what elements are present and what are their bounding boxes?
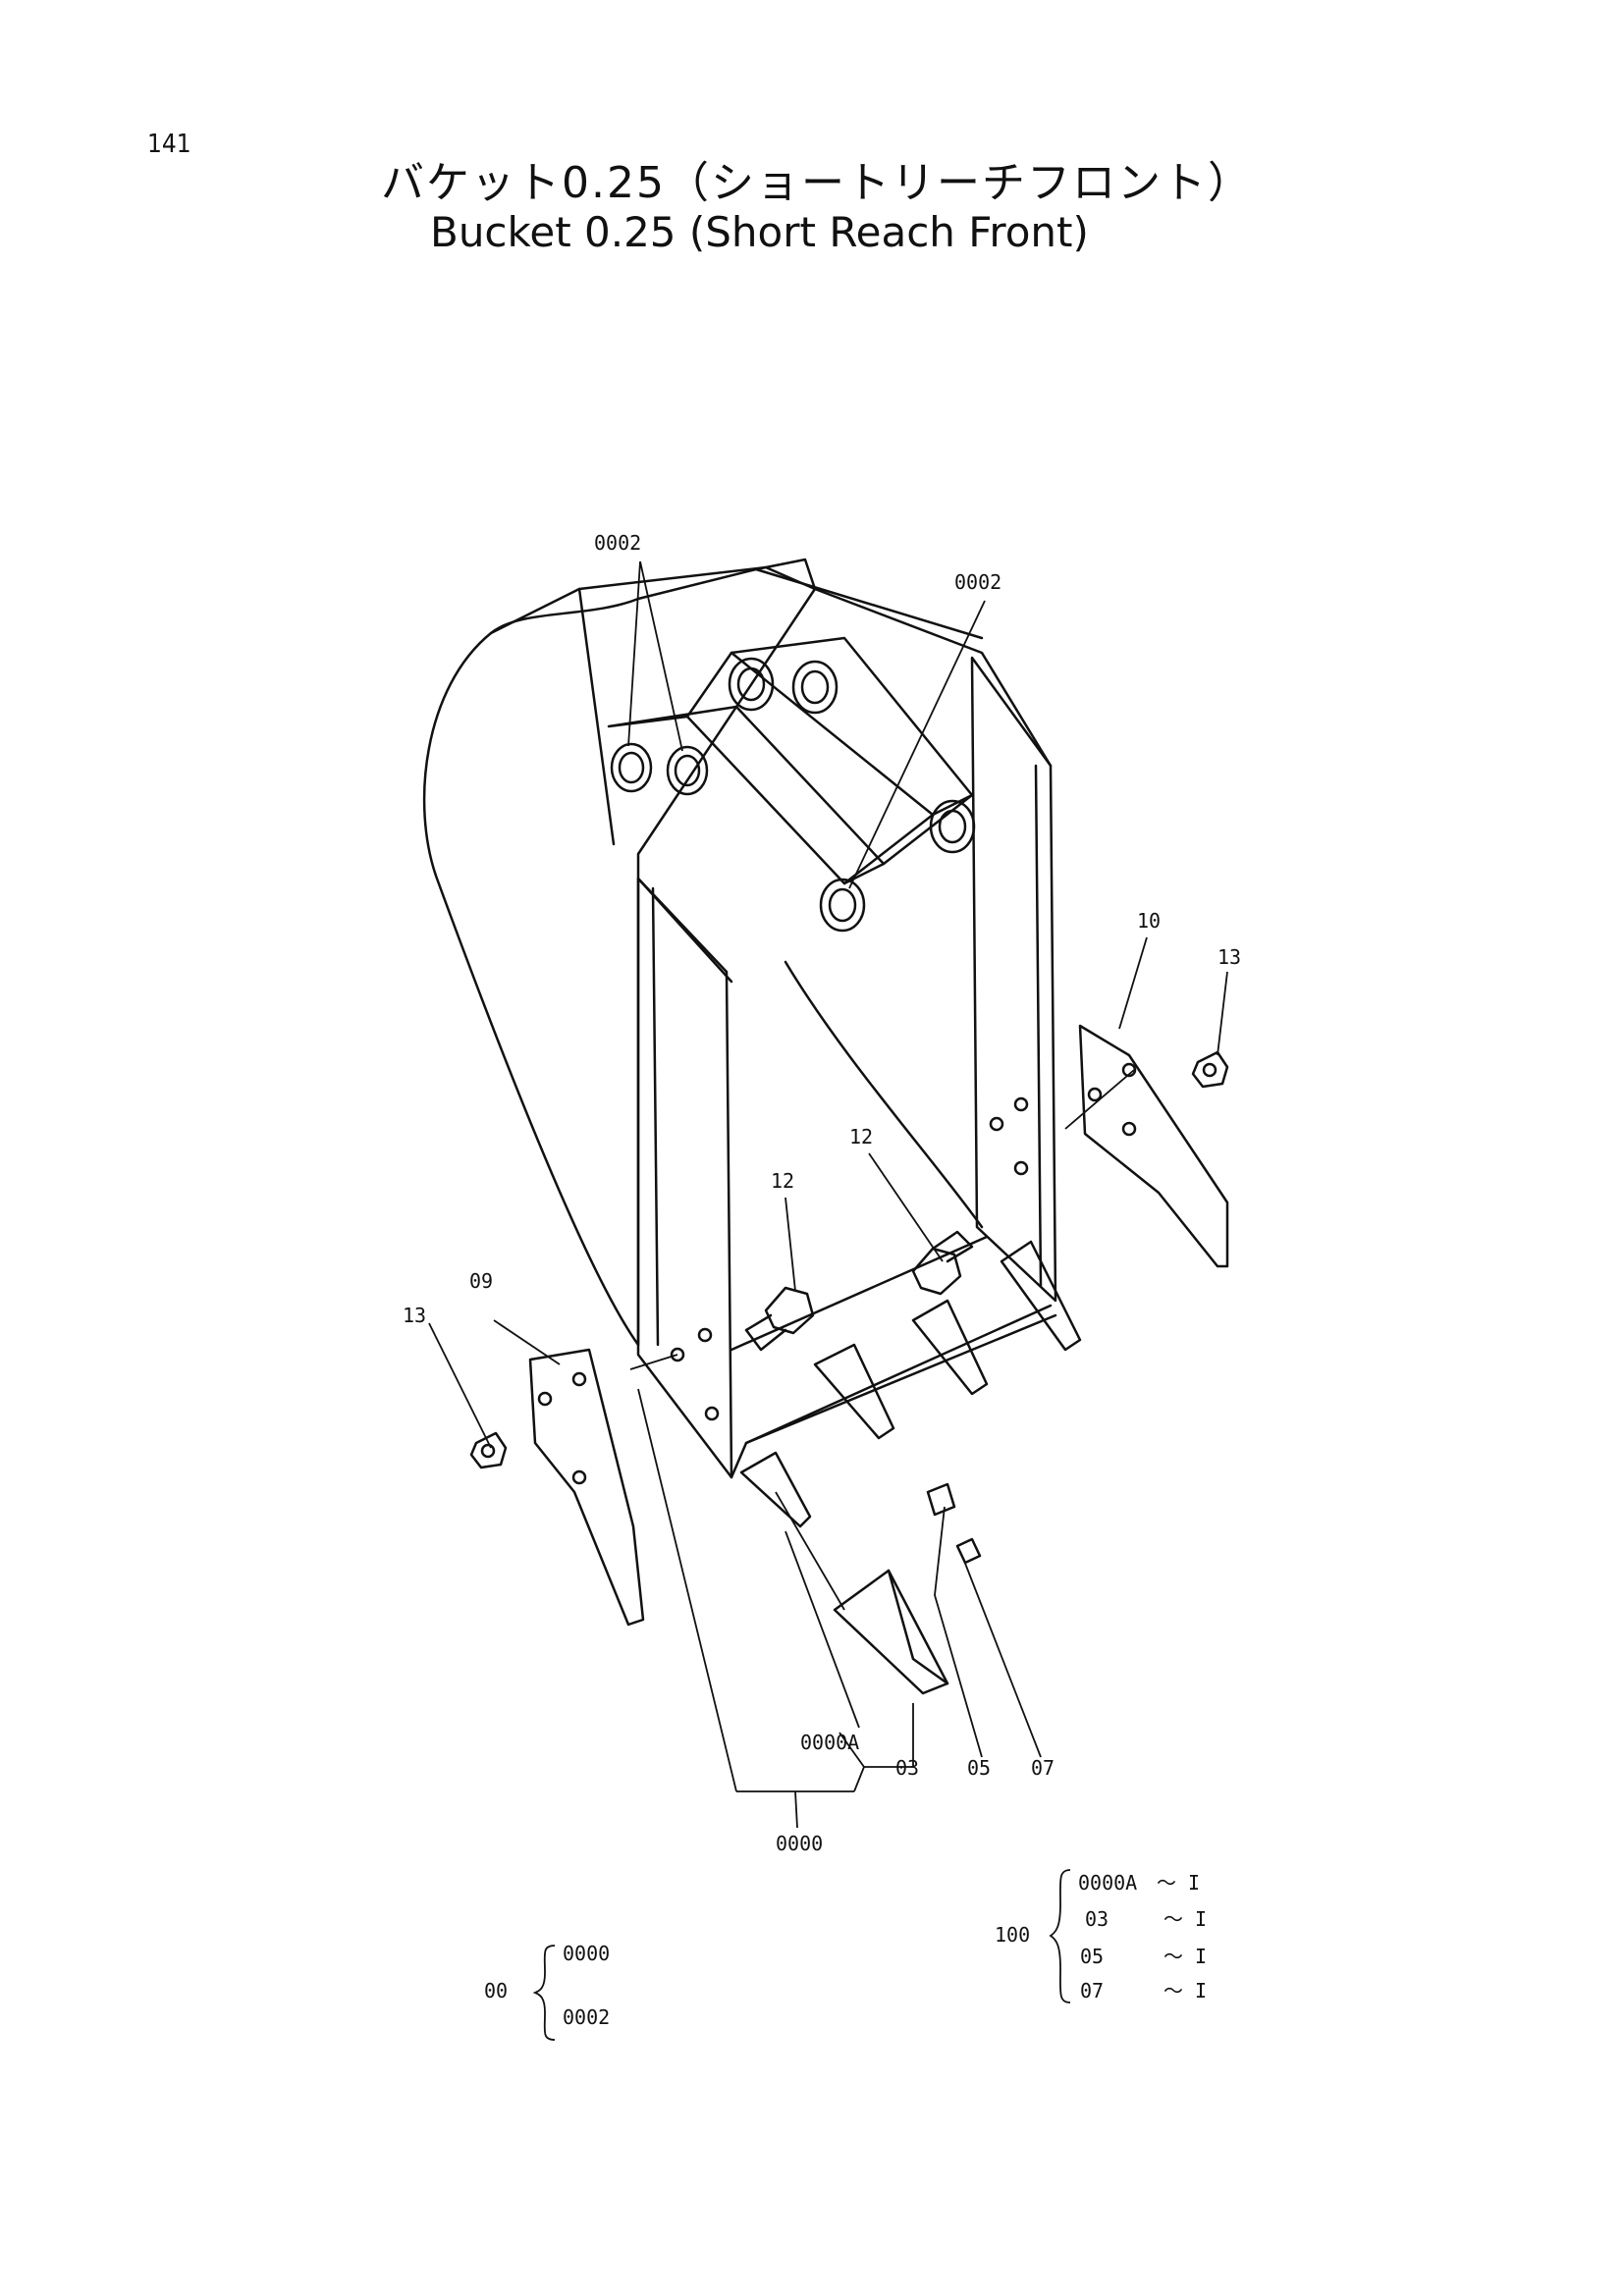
callout-side-cutter-right: 10 (1137, 909, 1161, 933)
callout-nut-left: 13 (403, 1304, 426, 1327)
bolt-left (744, 1286, 815, 1352)
callout-adapter: 0000A (800, 1731, 859, 1754)
callout-bolt-right: 12 (849, 1125, 873, 1148)
assembly-right-qty-4: ～ I (1163, 1979, 1207, 2002)
assembly-right-part-2: 03 (1085, 1907, 1109, 1931)
assembly-right-qty-3: ～ I (1163, 1945, 1207, 1968)
callout-tooth-point: 03 (895, 1756, 919, 1780)
pin-05-part (926, 1482, 956, 1517)
callout-pin-left: 0002 (594, 531, 641, 555)
leader-lines (428, 561, 1228, 1829)
callout-pin-right: 0002 (954, 570, 1001, 594)
callout-nut-right: 13 (1217, 945, 1241, 969)
assembly-right-part-4: 07 (1080, 1979, 1104, 2002)
bolt-right (911, 1230, 974, 1296)
callout-pin-05: 05 (967, 1756, 991, 1780)
title-japanese: バケット0.25（ショートリーチフロント） (381, 158, 1253, 208)
assembly-right-part-1: 0000A (1078, 1871, 1137, 1895)
callout-labels: 0002 0002 10 13 12 12 09 13 0000A 03 05 … (403, 531, 1241, 1855)
title-english: Bucket 0.25 (Short Reach Front) (430, 208, 1089, 256)
nut-right (1191, 1050, 1229, 1089)
assembly-left-item-1: 0000 (563, 1942, 610, 1965)
assembly-right-group: 100 (995, 1923, 1030, 1947)
assembly-left-group: 00 (484, 1979, 508, 2002)
teeth-row (739, 1240, 1082, 1528)
lock-07-part (955, 1537, 982, 1565)
assembly-breakdown-right: 100 0000A ～ I 03 ～ I 05 ～ I 07 ～ I (995, 1869, 1207, 2003)
assembly-breakdown-left: 00 0000 0002 (484, 1942, 610, 2041)
nut-left (469, 1431, 508, 1469)
assembly-right-qty-2: ～ I (1163, 1907, 1207, 1931)
page-number: 141 (147, 130, 191, 159)
pin-bosses (610, 657, 976, 933)
callout-side-cutter-left: 09 (469, 1269, 493, 1293)
tooth-point-exploded (833, 1569, 949, 1695)
callout-bolt-left: 12 (771, 1169, 794, 1193)
side-cutter-left (528, 1348, 645, 1627)
callout-bucket-assy: 0000 (776, 1832, 823, 1855)
assembly-left-item-2: 0002 (563, 2005, 610, 2029)
callout-lock-07: 07 (1031, 1756, 1055, 1780)
assembly-right-qty-1: ～ I (1157, 1871, 1200, 1895)
bucket-brackets (607, 636, 974, 885)
assembly-right-part-3: 05 (1080, 1945, 1104, 1968)
side-cutter-right (1078, 1024, 1229, 1268)
bucket-body (422, 558, 1057, 1479)
